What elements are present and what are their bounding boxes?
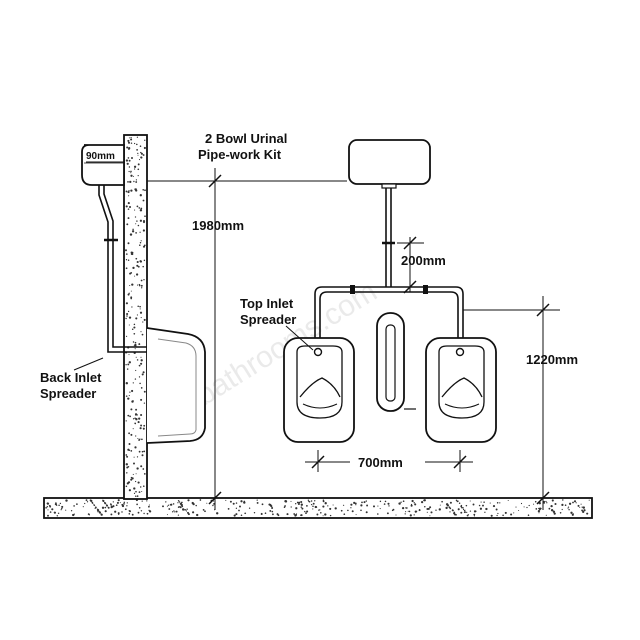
kit-title-line2: Pipe-work Kit xyxy=(198,147,282,162)
manifold-joint-left xyxy=(350,285,355,294)
front-cistern xyxy=(348,139,431,185)
back-inlet-leader xyxy=(73,357,104,371)
bowl-spacing-label: 700mm xyxy=(358,455,403,470)
back-inlet-label-line1: Back Inlet xyxy=(40,370,102,385)
kit-title-line1: 2 Bowl Urinal xyxy=(205,131,287,146)
manifold-joint-right xyxy=(423,285,428,294)
cistern-gap-label: 90mm xyxy=(86,151,115,162)
side-cistern xyxy=(81,144,125,186)
front-urinal-left xyxy=(283,337,355,443)
height-dimension-1980 xyxy=(147,168,347,510)
floor-slab xyxy=(43,497,593,519)
back-inlet-label-line2: Spreader xyxy=(40,386,96,401)
urinal-divider xyxy=(376,312,416,412)
flush-outlet xyxy=(381,183,397,189)
bowl-spacing-dimension xyxy=(305,450,473,472)
top-inlet-manifold xyxy=(314,286,464,350)
height-dimension-1220 xyxy=(463,296,560,510)
back-inlet-pipe xyxy=(98,185,150,353)
height-1980-label: 1980mm xyxy=(192,218,244,233)
top-inlet-leader xyxy=(285,325,314,351)
pipe-drop-label: 200mm xyxy=(401,253,446,268)
wall xyxy=(123,134,148,500)
top-inlet-label-line1: Top Inlet xyxy=(240,296,294,311)
front-urinal-right xyxy=(425,337,497,443)
top-inlet-label-line2: Spreader xyxy=(240,312,296,327)
height-1220-label: 1220mm xyxy=(526,352,578,367)
side-urinal-bowl xyxy=(146,327,206,444)
front-down-pipe xyxy=(382,188,395,287)
